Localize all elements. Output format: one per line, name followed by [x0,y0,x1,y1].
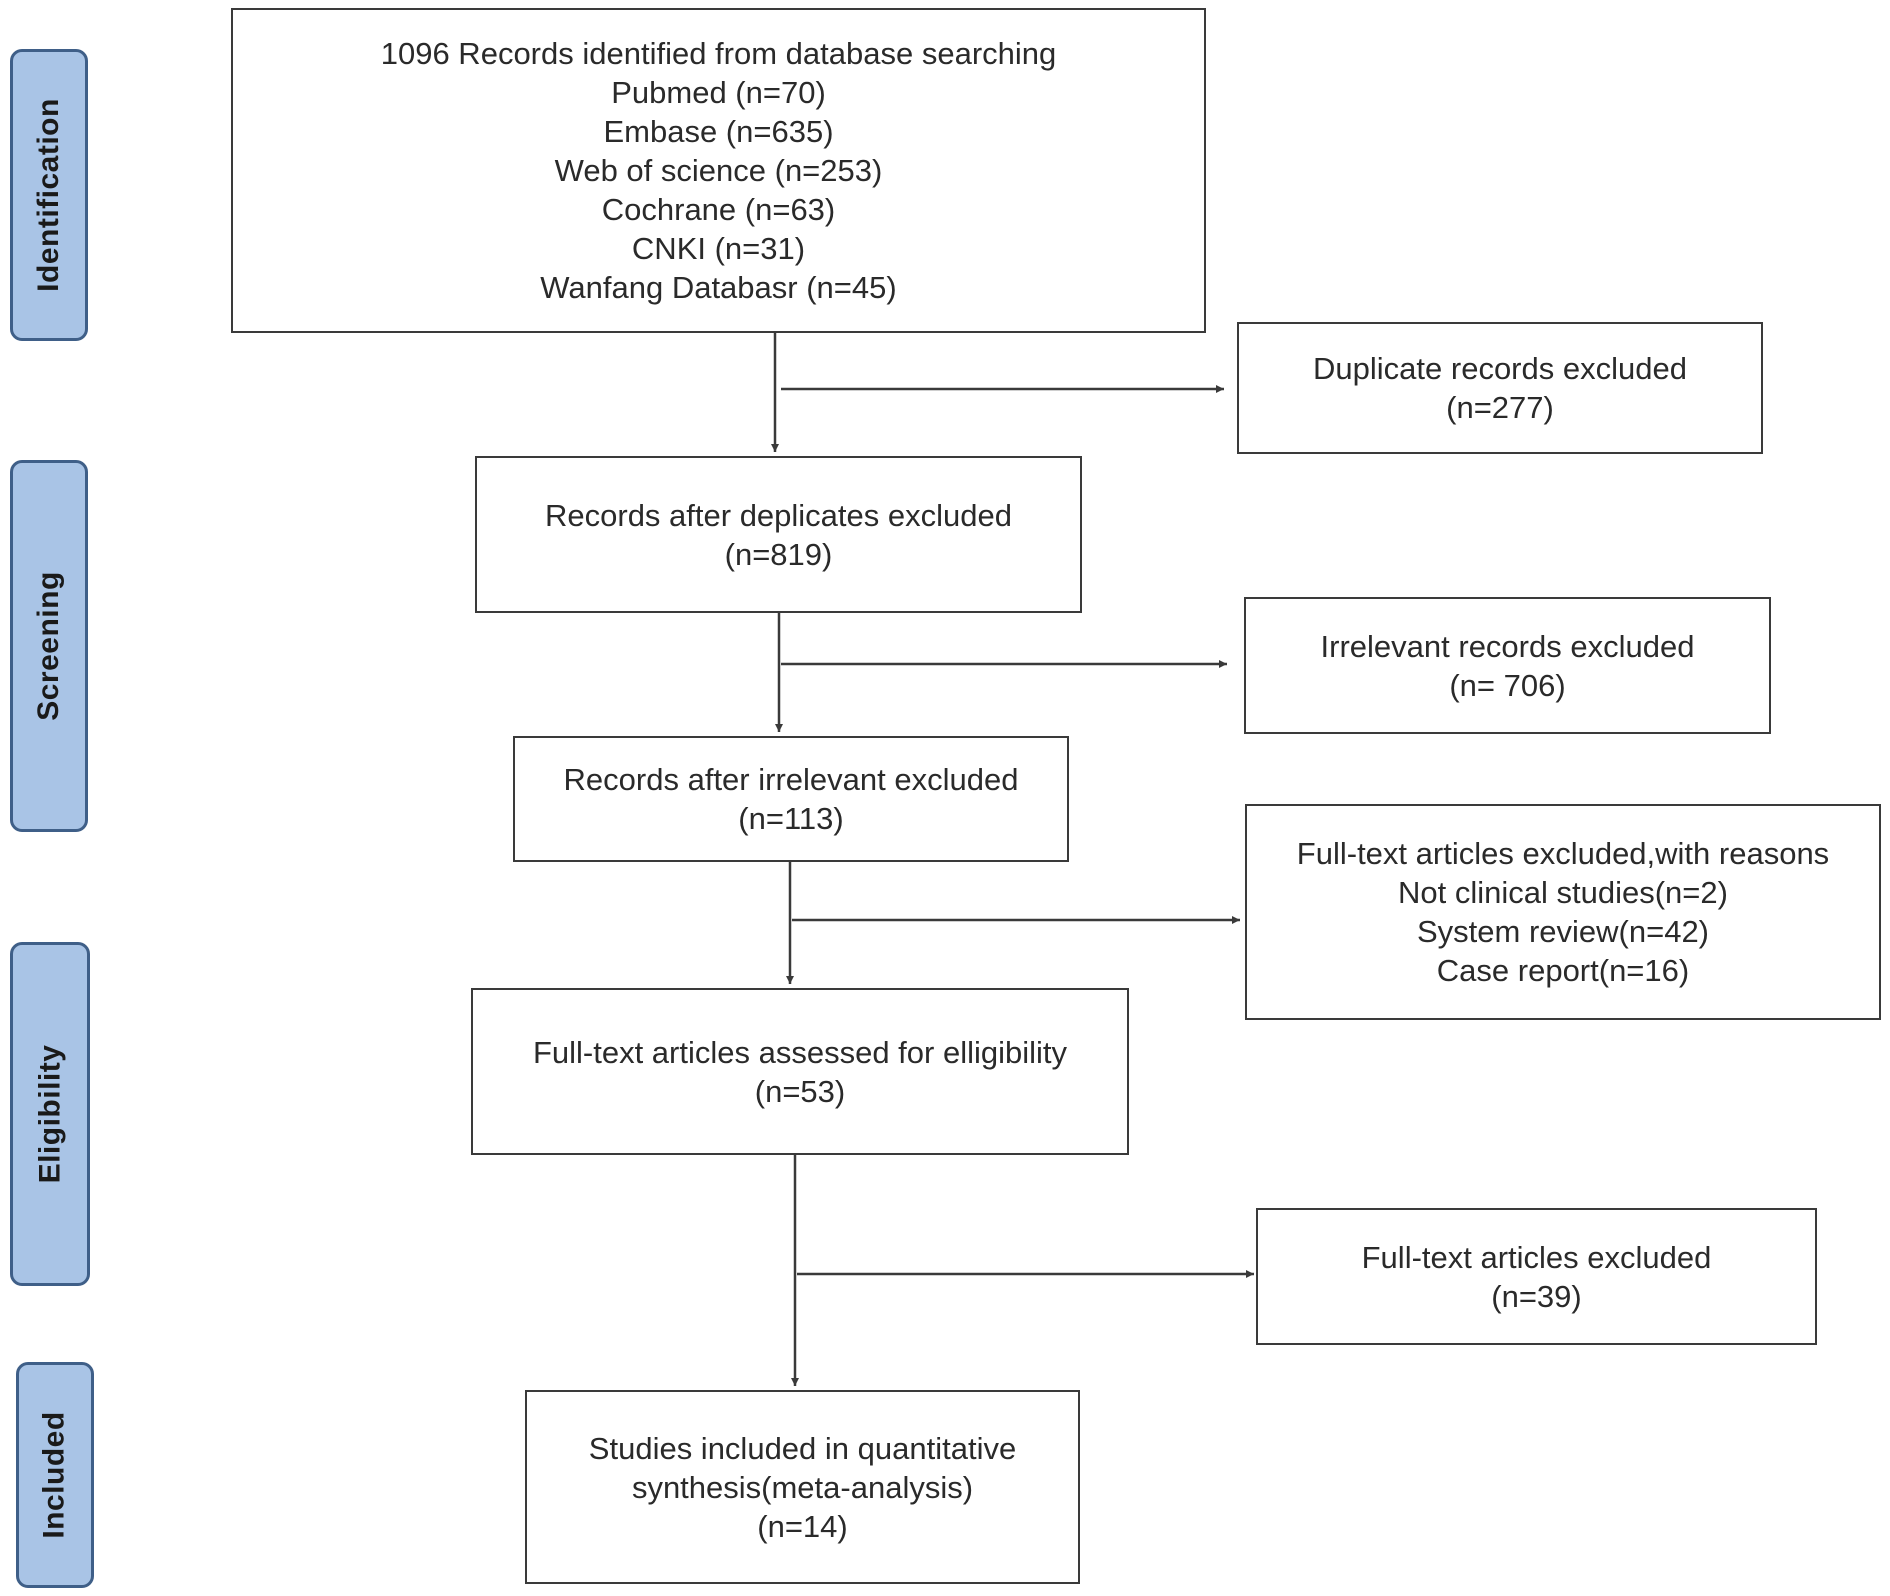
text-source-embase: Embase (n=635) [603,114,834,149]
phase-screening-label: Screening [32,571,65,721]
count-irrelevant-excluded: (n= 706) [1449,667,1566,703]
phase-eligibility: Eligibility [10,942,90,1286]
phase-included: Included [16,1362,94,1588]
text-reason-case-report: Case report(n=16) [1436,953,1690,988]
text-after-irrelevant: Records after irrelevant excluded [563,762,1019,797]
phase-screening: Screening [10,460,88,832]
box-studies-included: Studies included in quantitative synthes… [525,1390,1080,1584]
text-reason-system-review: System review(n=42) [1416,914,1710,949]
box-records-after-duplicates: Records after deplicates excluded (n=819… [475,456,1082,613]
box-records-identified: 1096 Records identified from database se… [231,8,1206,333]
phase-included-label: Included [38,1411,71,1539]
count-fulltext-assessed: (n=53) [754,1073,846,1109]
text-source-cnki: CNKI (n=31) [631,231,806,266]
text-duplicates-excluded: Duplicate records excluded [1313,351,1687,386]
box-records-after-irrelevant: Records after irrelevant excluded (n=113… [513,736,1069,862]
count-fulltext-excluded: (n=39) [1491,1278,1582,1314]
phase-identification: Identification [10,49,88,341]
text-source-web-of-science: Web of science (n=253) [554,153,883,188]
count-after-duplicates: (n=819) [724,536,833,572]
text-fulltext-assessed: Full-text articles assessed for elligibi… [532,1034,1068,1070]
text-fulltext-excluded-reasons: Full-text articles excluded,with reasons [1296,836,1830,871]
box-irrelevant-excluded: Irrelevant records excluded (n= 706) [1244,597,1771,734]
phase-identification-label: Identification [32,98,66,292]
text-source-cochrane: Cochrane (n=63) [601,192,836,227]
count-studies-included: (n=14) [757,1508,848,1544]
text-reason-not-clinical: Not clinical studies(n=2) [1398,875,1728,910]
box-fulltext-assessed: Full-text articles assessed for elligibi… [471,988,1129,1155]
text-records-identified: 1096 Records identified from database se… [380,36,1057,71]
text-irrelevant-excluded: Irrelevant records excluded [1320,628,1695,664]
text-source-pubmed: Pubmed (n=70) [611,75,826,110]
text-source-wanfang: Wanfang Databasr (n=45) [540,270,897,305]
phase-eligibility-label: Eligibility [33,1044,67,1184]
box-fulltext-excluded-reasons: Full-text articles excluded,with reasons… [1245,804,1881,1020]
text-studies-included-2: synthesis(meta-analysis) [631,1469,974,1505]
box-fulltext-excluded: Full-text articles excluded (n=39) [1256,1208,1817,1345]
count-duplicates-excluded: (n=277) [1446,390,1554,425]
count-after-irrelevant: (n=113) [738,801,844,836]
box-duplicates-excluded: Duplicate records excluded (n=277) [1237,322,1763,454]
text-after-duplicates: Records after deplicates excluded [545,497,1012,533]
text-fulltext-excluded: Full-text articles excluded [1361,1239,1712,1275]
text-studies-included-1: Studies included in quantitative [588,1430,1017,1466]
